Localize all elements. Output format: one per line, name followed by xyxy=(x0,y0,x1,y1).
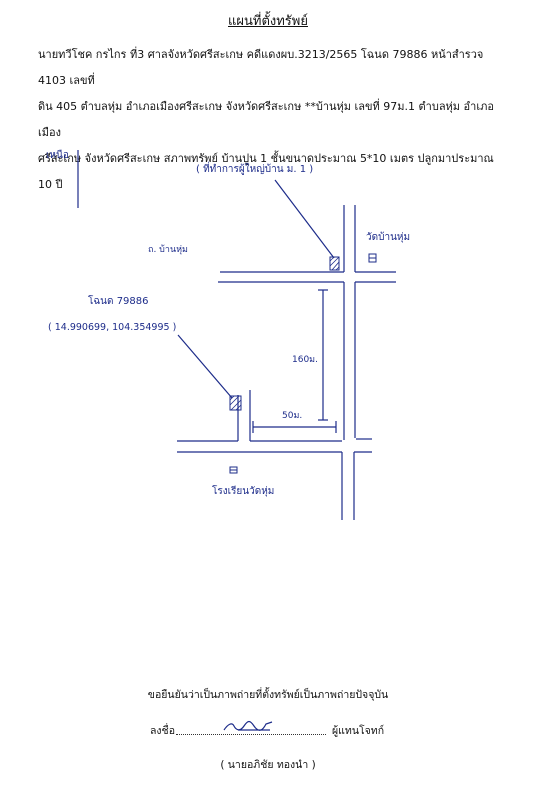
signer-name: ( นายอภิชัย ทองนำ ) xyxy=(220,759,316,771)
road-label: ถ. บ้านหุ่ม xyxy=(148,244,188,255)
distance-vertical-label: 160ม. xyxy=(292,355,318,365)
signature-label: ลงชื่อ xyxy=(150,725,175,737)
school-label: โรงเรียนวัดหุ่ม xyxy=(212,484,274,497)
village-office-pointer xyxy=(274,179,335,259)
village-office-label: ( ที่ทำการผู้ใหญ่บ้าน ม. 1 ) xyxy=(196,161,313,175)
property-marker xyxy=(229,395,242,411)
property-description: นายทวีโชค กรไกร ที่3 ศาลจังหวัดศรีสะเกษ … xyxy=(38,48,494,191)
deed-label: โฉนด 79886 xyxy=(88,294,149,307)
temple-icon xyxy=(368,253,377,263)
north-label: เหนือ xyxy=(46,149,69,161)
distance-horizontal-label: 50ม. xyxy=(282,411,302,421)
certification-text: ขอยืนยันว่าเป็นภาพถ่ายที่ตั้งทรัพย์เป็นภ… xyxy=(147,689,389,701)
temple-label: วัดบ้านหุ่ม xyxy=(366,231,410,243)
page-title: แผนที่ตั้งทรัพย์ xyxy=(228,14,308,29)
property-pointer xyxy=(177,334,233,399)
coordinates-label: ( 14.990699, 104.354995 ) xyxy=(48,322,176,333)
village-office-marker xyxy=(329,256,340,271)
signature-role: ผู้แทนโจทก์ xyxy=(332,725,385,737)
handwritten-signature xyxy=(223,720,273,731)
school-icon xyxy=(229,466,238,474)
signature-line xyxy=(176,726,326,735)
